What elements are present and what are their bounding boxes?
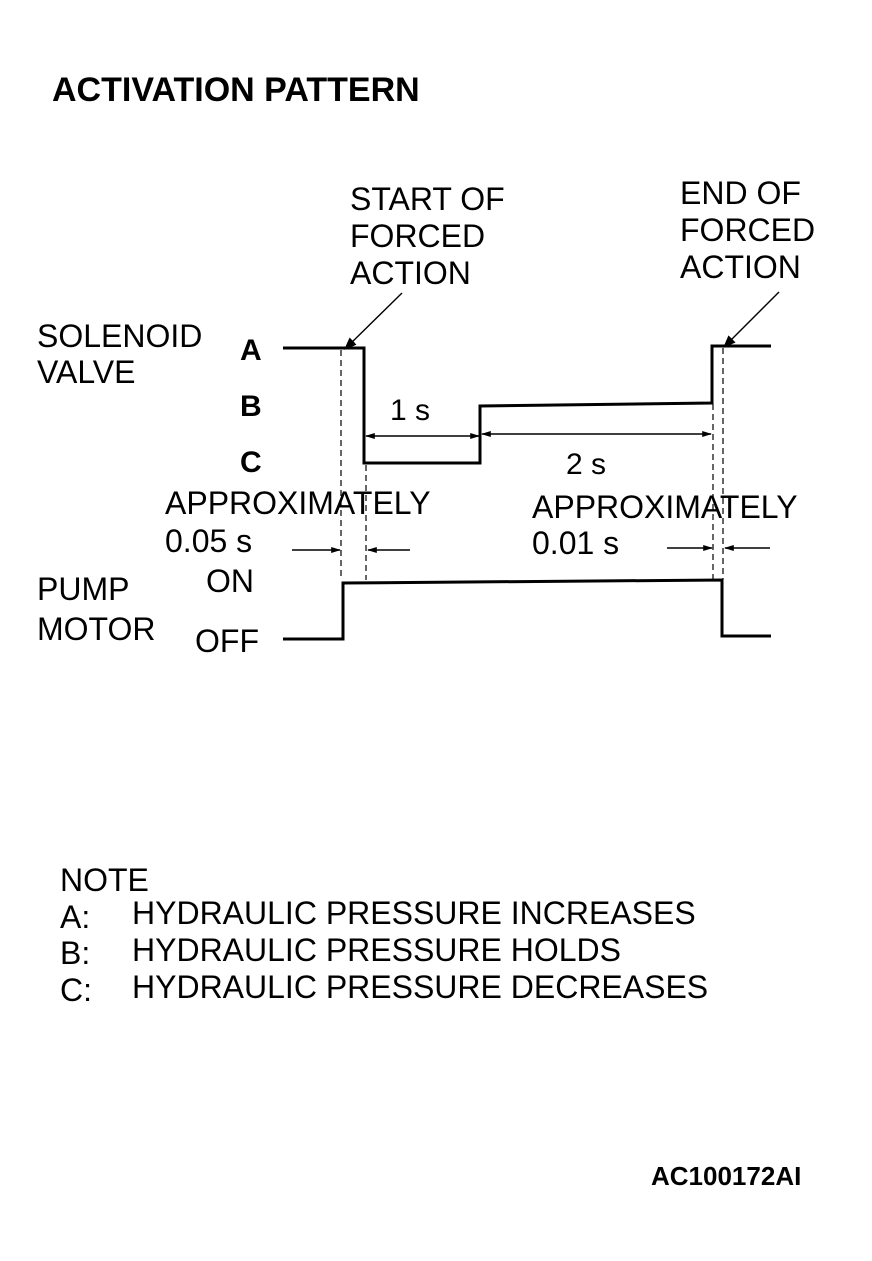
note-text: HYDRAULIC PRESSURE HOLDS bbox=[132, 932, 621, 968]
start-label-line-3: ACTION bbox=[350, 255, 471, 291]
note-text: HYDRAULIC PRESSURE INCREASES bbox=[132, 895, 696, 931]
start-label-line-1: START OF bbox=[350, 181, 505, 217]
note-heading: NOTE bbox=[60, 862, 149, 898]
end-label-line-1: END OF bbox=[680, 175, 801, 211]
start-label-line-2: FORCED bbox=[350, 218, 485, 254]
approx-left-line-2: 0.05 s bbox=[165, 523, 252, 559]
approx-left-line-1: APPROXIMATELY bbox=[165, 485, 431, 521]
note-key: A: bbox=[60, 899, 90, 935]
end-pointer-arrow bbox=[723, 291, 780, 348]
end-label-line-2: FORCED bbox=[680, 212, 815, 248]
level-label-c: C bbox=[240, 446, 262, 479]
pump-label-line-1: PUMP bbox=[37, 571, 129, 607]
approx-right-line-2: 0.01 s bbox=[532, 525, 619, 561]
two-second-label: 2 s bbox=[566, 448, 606, 481]
level-label-a: A bbox=[240, 334, 262, 367]
note-key: B: bbox=[60, 935, 90, 971]
one-second-label: 1 s bbox=[390, 394, 430, 427]
pump-on-label: ON bbox=[206, 563, 254, 599]
start-of-forced-action-label: START OF FORCED ACTION bbox=[350, 181, 505, 291]
note-key: C: bbox=[60, 972, 92, 1008]
level-label-b: B bbox=[240, 390, 262, 423]
end-label-line-3: ACTION bbox=[680, 249, 801, 285]
start-pointer-arrow bbox=[344, 292, 403, 350]
end-of-forced-action-label: END OF FORCED ACTION bbox=[680, 175, 815, 285]
figure-id: AC100172AI bbox=[651, 1161, 801, 1191]
note-item-a: A: HYDRAULIC PRESSURE INCREASES bbox=[60, 895, 696, 935]
solenoid-waveform bbox=[283, 344, 771, 465]
note-text: HYDRAULIC PRESSURE DECREASES bbox=[132, 969, 708, 1005]
pump-motor-waveform bbox=[283, 578, 771, 641]
note-item-b: B: HYDRAULIC PRESSURE HOLDS bbox=[60, 932, 621, 971]
pump-off-label: OFF bbox=[195, 623, 259, 659]
approx-right-line-1: APPROXIMATELY bbox=[532, 489, 798, 525]
note-item-c: C: HYDRAULIC PRESSURE DECREASES bbox=[60, 969, 708, 1008]
pump-label-line-2: MOTOR bbox=[37, 611, 156, 647]
diagram-title: ACTIVATION PATTERN bbox=[52, 71, 420, 109]
solenoid-label-line-2: VALVE bbox=[37, 354, 135, 390]
solenoid-label-line-1: SOLENOID bbox=[37, 318, 202, 354]
